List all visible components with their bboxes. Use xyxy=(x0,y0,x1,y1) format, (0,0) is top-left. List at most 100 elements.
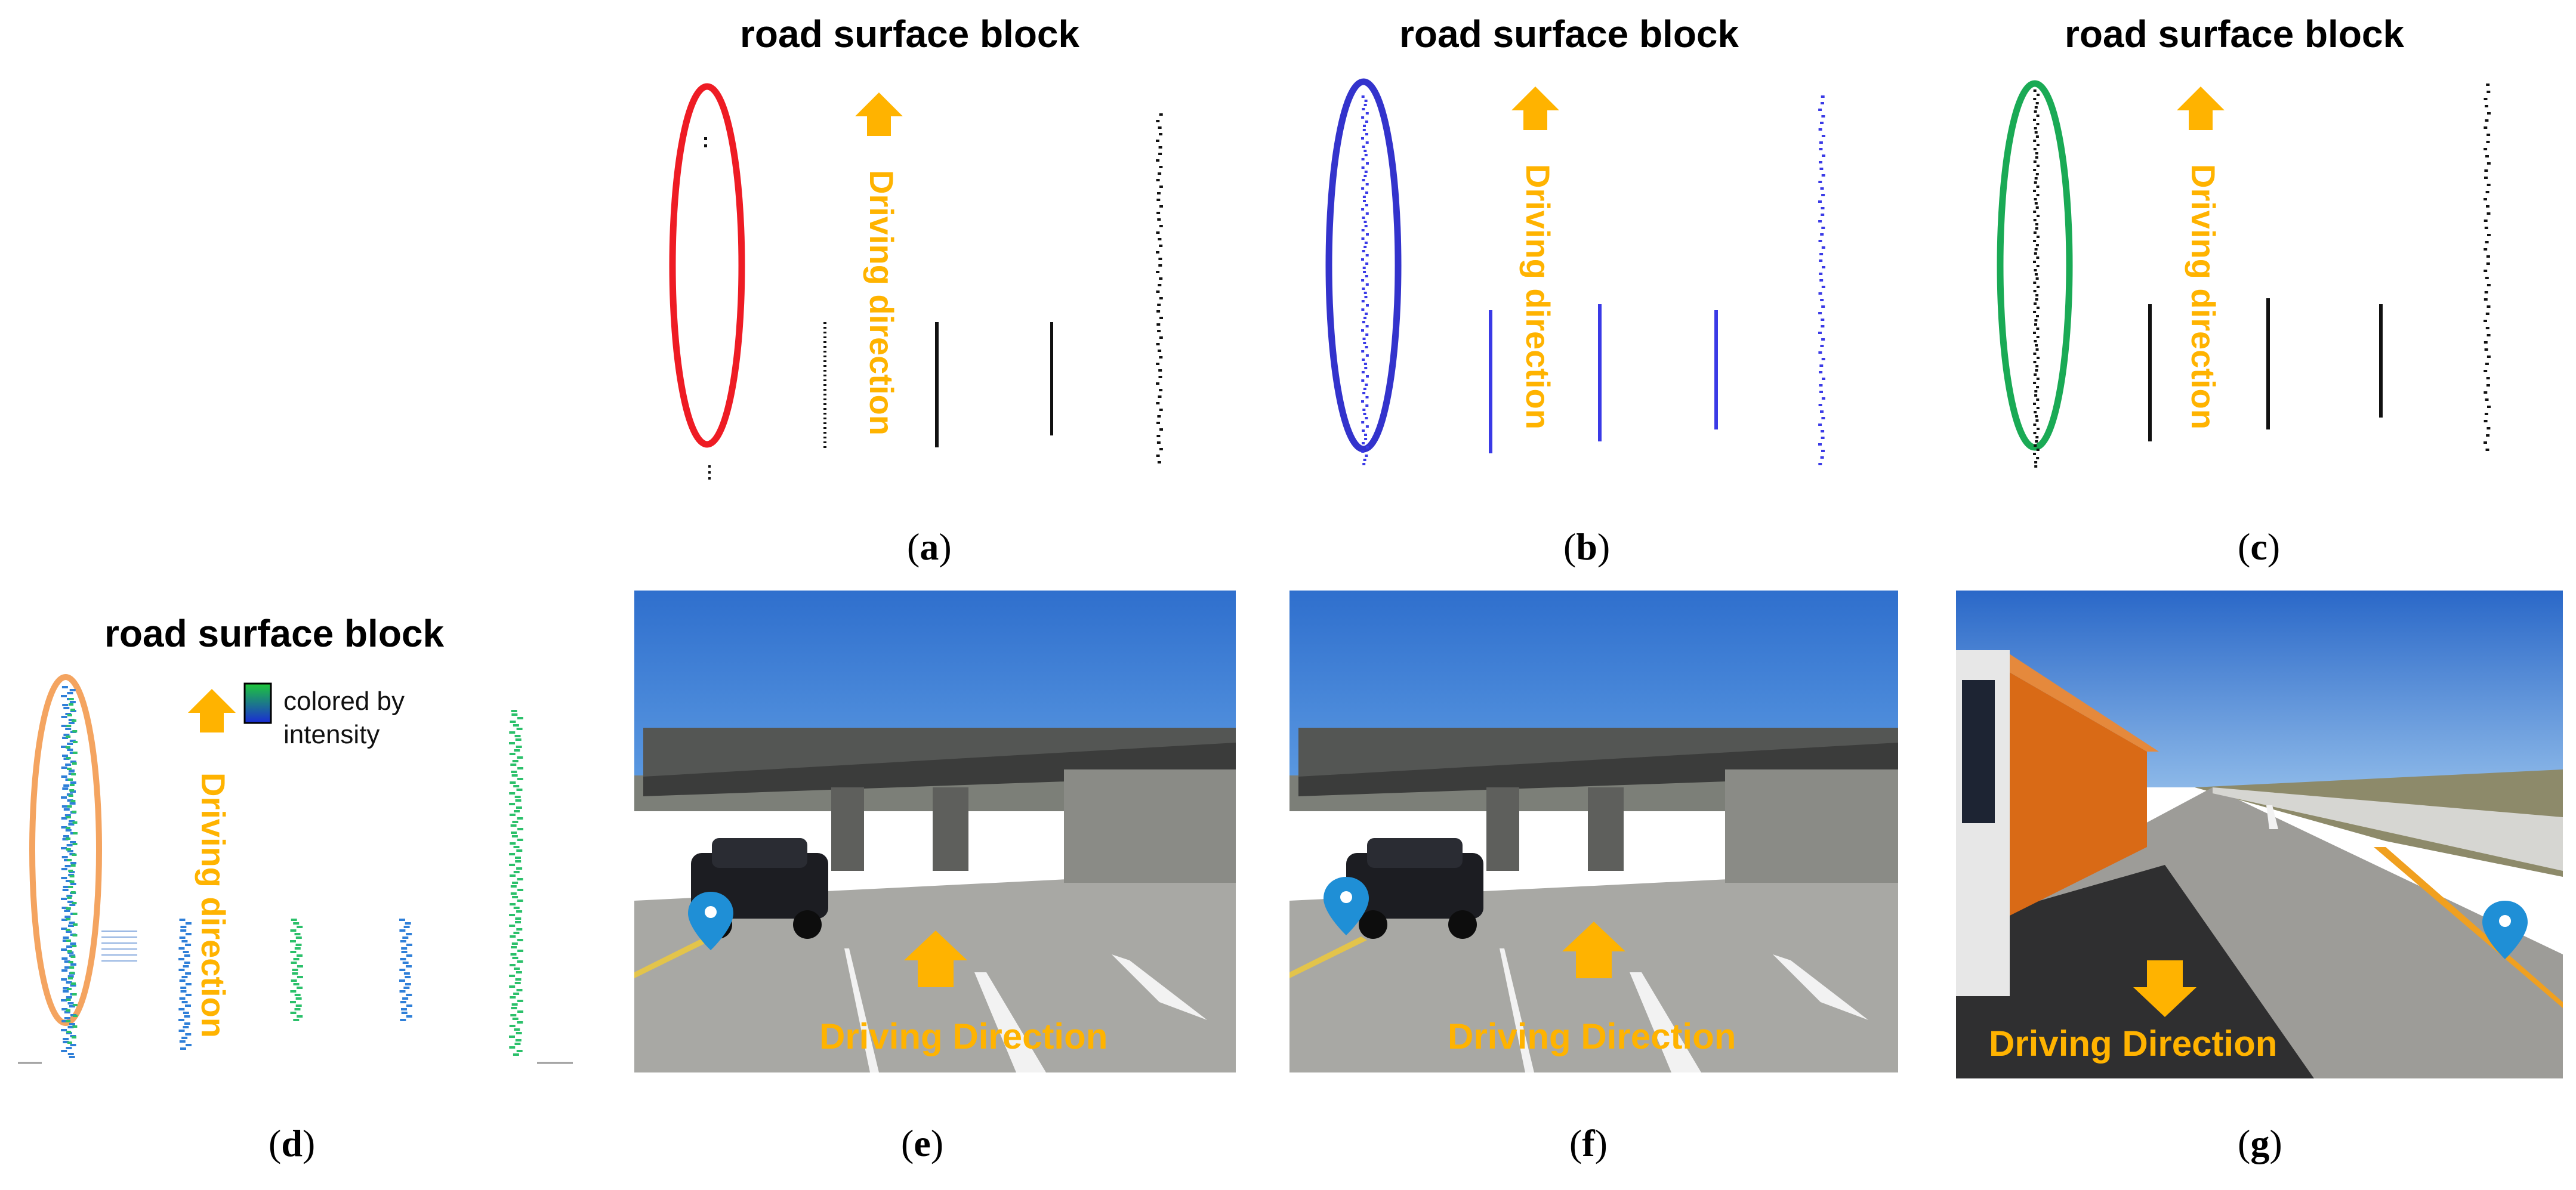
scan-point xyxy=(1364,225,1368,227)
scan-point xyxy=(516,728,523,730)
scan-point xyxy=(1363,271,1366,273)
scan-point xyxy=(1156,435,1161,437)
scan-point xyxy=(399,990,406,993)
scan-point xyxy=(2036,327,2040,330)
scan-point xyxy=(72,762,77,765)
pillar xyxy=(1486,787,1519,871)
scan-point xyxy=(406,933,412,935)
scan-point xyxy=(2034,177,2038,180)
scan-point xyxy=(2486,141,2490,143)
scan-point xyxy=(69,769,75,772)
scan-point xyxy=(1158,264,1162,267)
scan-point xyxy=(405,983,411,985)
scan-point xyxy=(2033,311,2037,313)
scan-point xyxy=(510,892,517,895)
scan-point xyxy=(73,741,78,743)
scan-point xyxy=(708,465,711,468)
scan-point xyxy=(2034,248,2038,251)
scan-point xyxy=(708,471,711,474)
scan-line xyxy=(2148,304,2152,441)
scan-point xyxy=(1159,166,1163,168)
scan-point xyxy=(67,859,72,861)
scan-point xyxy=(290,1012,297,1014)
scan-point xyxy=(64,916,71,918)
scan-point xyxy=(1821,319,1825,321)
scan-point xyxy=(517,950,523,952)
scan-point xyxy=(68,961,73,963)
scan-point xyxy=(405,922,411,925)
scan-point xyxy=(1362,196,1366,198)
scan-point xyxy=(511,946,517,948)
scan-point xyxy=(181,940,188,942)
scan-point xyxy=(1159,389,1163,391)
scan-point xyxy=(1361,116,1365,119)
scan-point xyxy=(2034,198,2037,200)
scan-point xyxy=(1821,227,1825,229)
scan-point xyxy=(1362,321,1365,323)
scan-point xyxy=(185,1004,191,1007)
scan-point xyxy=(297,965,303,968)
scan-point xyxy=(72,902,77,904)
scan-point xyxy=(1363,413,1366,415)
scan-point xyxy=(1822,154,1825,157)
scan-point xyxy=(66,757,71,759)
pillar xyxy=(933,787,968,871)
scan-point xyxy=(1365,283,1369,286)
scan-point xyxy=(2484,441,2487,444)
scan-point xyxy=(1365,396,1369,398)
scan-point xyxy=(2034,269,2037,271)
scan-point xyxy=(2485,327,2489,329)
scan-point xyxy=(1821,174,1825,177)
scan-point xyxy=(2034,340,2037,342)
scan-point xyxy=(2033,219,2037,221)
scan-point xyxy=(509,964,516,966)
scan-point xyxy=(2484,220,2488,222)
scan-point xyxy=(61,1008,68,1010)
scan-point xyxy=(514,1028,520,1031)
scan-point xyxy=(511,832,517,834)
scan-point xyxy=(403,926,410,928)
truck-trailer-top xyxy=(1992,650,2159,752)
scan-point xyxy=(69,703,74,706)
scan-point xyxy=(2036,144,2040,146)
lane-marking xyxy=(1630,972,1701,1072)
scan-point xyxy=(2484,298,2488,301)
scan-point xyxy=(2036,194,2040,196)
scan-point xyxy=(70,984,76,987)
scan-point xyxy=(1361,137,1364,140)
scan-point xyxy=(72,913,78,915)
direction-arrow-icon xyxy=(2177,86,2225,130)
scan-point xyxy=(2484,420,2488,422)
scan-point xyxy=(1159,225,1163,227)
scan-point xyxy=(2033,361,2037,363)
scan-point xyxy=(290,940,296,942)
scan-point xyxy=(68,722,75,724)
scan-point xyxy=(2036,449,2040,451)
scan-point xyxy=(294,1008,301,1010)
scan-point xyxy=(68,925,74,927)
scan-point xyxy=(69,922,75,924)
scan-line xyxy=(2266,298,2270,429)
scan-point xyxy=(1361,329,1364,332)
scan-point xyxy=(61,868,67,870)
scan-point xyxy=(67,1026,74,1028)
scan-point xyxy=(68,719,75,721)
scan-point xyxy=(290,990,297,993)
scan-point xyxy=(1821,194,1825,196)
scan-point xyxy=(1362,267,1366,269)
scan-point xyxy=(70,942,76,945)
scan-point xyxy=(2035,440,2038,443)
shadow xyxy=(1956,865,2314,1078)
scan-point xyxy=(70,841,76,843)
scan-point xyxy=(64,966,70,969)
scan-point xyxy=(1365,446,1369,449)
scan-point xyxy=(295,936,302,939)
scan-point xyxy=(1159,277,1163,280)
scan-point xyxy=(297,954,303,957)
scan-point xyxy=(517,756,523,759)
scan-point xyxy=(67,768,72,770)
scan-point xyxy=(67,1002,74,1004)
scan-point xyxy=(2033,353,2037,355)
scan-point xyxy=(2033,148,2037,150)
scan-point xyxy=(68,823,75,826)
